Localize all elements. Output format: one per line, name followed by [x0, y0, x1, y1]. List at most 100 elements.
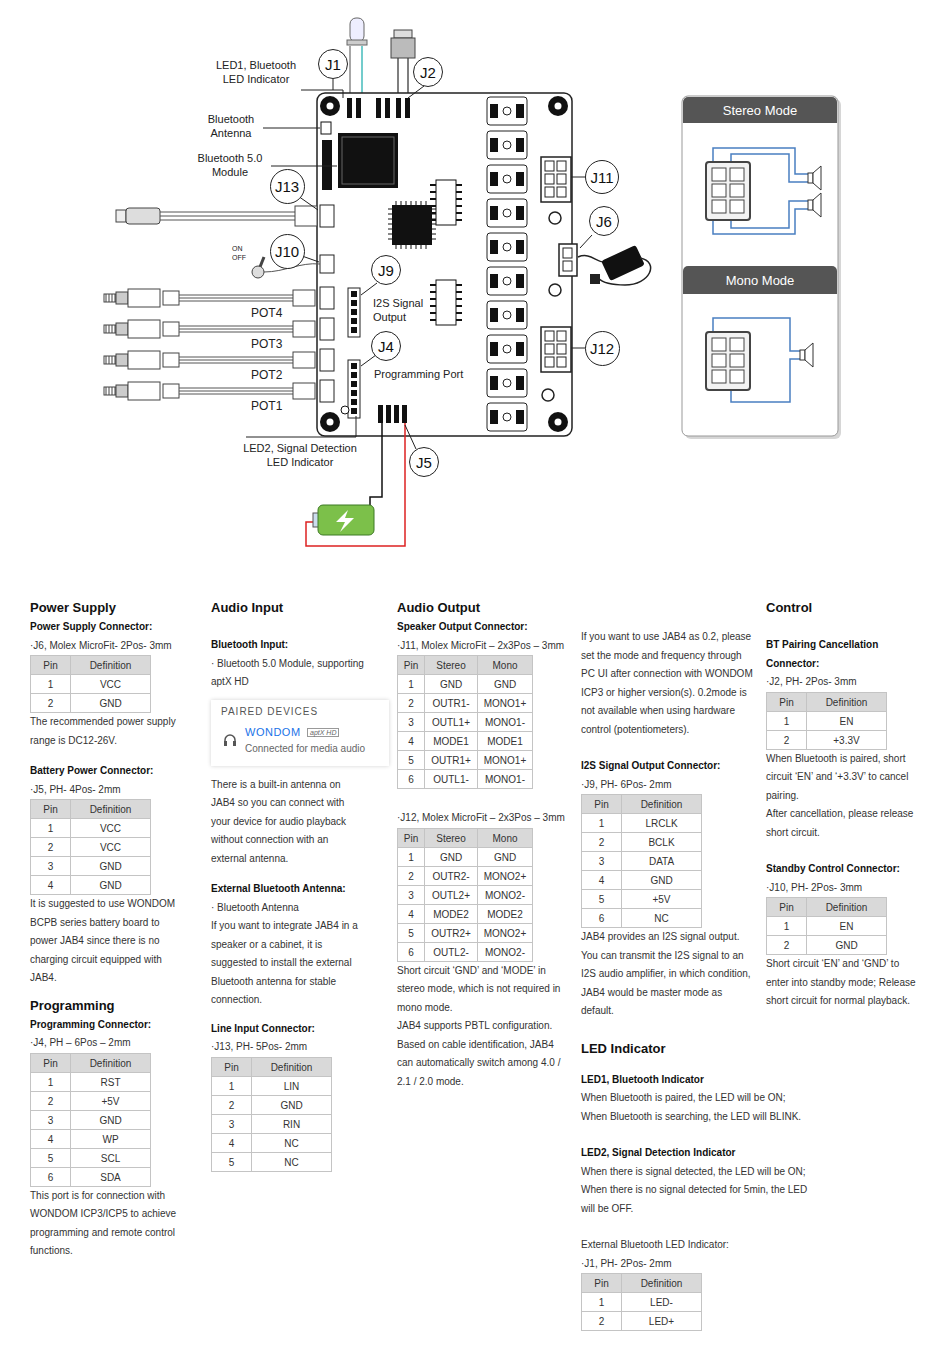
- inductor-pad: [516, 138, 524, 152]
- pot-knurl: [106, 387, 107, 395]
- table-header-cell: Definition: [71, 800, 151, 819]
- headphone-cup: [233, 741, 236, 746]
- connector-pin: [730, 354, 744, 367]
- subheading: External Bluetooth Antenna:: [211, 880, 366, 899]
- callout-label: J5: [416, 454, 432, 471]
- pin-table: PinDefinition1VCC2VCC3GND4GND: [30, 799, 151, 895]
- body-text: ·J5, PH- 4Pos- 2mm: [30, 781, 180, 800]
- table-cell: 2: [582, 1312, 622, 1331]
- table-cell: MONO2+: [478, 924, 533, 943]
- table-cell: 1: [767, 917, 807, 936]
- callout-label: Mono Mode: [726, 273, 795, 288]
- table-row: 1GNDGND: [398, 848, 533, 867]
- table-cell: 4: [31, 1130, 71, 1149]
- section-heading: Power Supply: [30, 598, 180, 618]
- speaker-cone: [813, 166, 821, 190]
- connector-pin: [557, 331, 566, 341]
- inductor-coil: [503, 311, 511, 319]
- potentiometer: [128, 351, 160, 369]
- table-cell: 2: [398, 694, 425, 713]
- part-label: POT3: [251, 337, 291, 352]
- adapter-cord: [598, 258, 651, 285]
- antenna-strip: [322, 140, 332, 190]
- text-column: Power SupplyPower Supply Connector:·J6, …: [30, 598, 180, 1261]
- callout-label: J9: [378, 262, 394, 279]
- pot-bushing: [116, 385, 128, 397]
- table-cell: GND: [71, 857, 151, 876]
- speaker-cone: [813, 193, 821, 217]
- table-row: 2GND: [767, 936, 887, 955]
- table-cell: GND: [807, 936, 887, 955]
- body-text: ·J9, PH- 6Pos- 2mm: [581, 776, 753, 795]
- part-label: Programming Port: [374, 367, 474, 381]
- table-cell: 3: [212, 1115, 252, 1134]
- inductor-pad: [516, 342, 524, 356]
- inductor-pad: [490, 342, 498, 356]
- pot-bushing: [116, 292, 128, 304]
- inductor-coil: [503, 413, 511, 421]
- chip-pins: [388, 201, 436, 249]
- spacer: [211, 1010, 366, 1020]
- table-cell: LIN: [252, 1077, 332, 1096]
- connector-pin: [557, 357, 566, 367]
- spacer: [766, 842, 916, 860]
- leader-line: [333, 79, 334, 90]
- card-heading: PAIRED DEVICES: [221, 706, 318, 717]
- table-cell: MONO2-: [478, 886, 533, 905]
- header-pin: [405, 98, 410, 118]
- table-row: 1LRCLK: [582, 814, 702, 833]
- table-cell: GND: [622, 871, 702, 890]
- table-cell: MODE1: [478, 732, 533, 751]
- connector-pin: [730, 200, 744, 213]
- pin-table: PinDefinition1RST2+5V3GND4WP5SCL6SDA: [30, 1053, 151, 1187]
- table-row: 4NC: [212, 1134, 332, 1153]
- cable-plug: [293, 383, 315, 399]
- standby-connector: [320, 255, 334, 273]
- table-row: 4GND: [31, 876, 151, 895]
- table-row: PinDefinition: [31, 656, 151, 675]
- leader-line: [405, 425, 416, 449]
- pot-knurl: [115, 356, 116, 364]
- mounting-hole-center: [327, 419, 334, 426]
- table-row: 6OUTL1-MONO1-: [398, 770, 533, 789]
- capacitor: [542, 389, 554, 401]
- part-label: Bluetooth 5.0 Module: [190, 151, 270, 179]
- table-cell: GND: [71, 876, 151, 895]
- pot-knurl: [115, 387, 116, 395]
- table-cell: 1: [31, 819, 71, 838]
- wall-plug: [590, 274, 600, 284]
- subheading: BT Pairing Cancellation Connector:: [766, 636, 916, 673]
- table-row: 4MODE1MODE1: [398, 732, 533, 751]
- pot-plug: [163, 353, 179, 367]
- amp-chip: [436, 180, 456, 225]
- inductor-pad: [516, 410, 524, 424]
- led-wire: [361, 46, 363, 100]
- header-pin: [386, 405, 391, 423]
- mode-panel: [682, 96, 838, 436]
- body-text: ·J10, PH- 2Pos- 3mm: [766, 879, 916, 898]
- table-row: PinDefinition: [582, 795, 702, 814]
- inductor: [487, 233, 527, 261]
- part-label: POT4: [251, 306, 291, 321]
- table-cell: 1: [582, 1293, 622, 1312]
- pot-knurl: [109, 325, 110, 333]
- table-cell: GND: [478, 675, 533, 694]
- body-text: The recommended power supply range is DC…: [30, 713, 180, 750]
- speaker-magnet: [800, 350, 805, 360]
- spacer: [30, 988, 180, 996]
- bt-antenna: [321, 122, 331, 134]
- connector-pin: [730, 370, 744, 383]
- inductor-pad: [490, 240, 498, 254]
- subheading: LED1, Bluetooth Indicator: [581, 1071, 753, 1090]
- leader-line: [361, 283, 377, 295]
- inductor-pad: [516, 308, 524, 322]
- table-row: 1RST: [31, 1073, 151, 1092]
- table-row: 3OUTL2+MONO2-: [398, 886, 533, 905]
- table-cell: 3: [31, 1111, 71, 1130]
- table-row: 2+5V: [31, 1092, 151, 1111]
- spacer: [211, 692, 366, 700]
- table-cell: 1: [31, 1073, 71, 1092]
- table-row: PinDefinition: [212, 1058, 332, 1077]
- pot-plug: [163, 384, 179, 398]
- header-pin: [356, 98, 361, 118]
